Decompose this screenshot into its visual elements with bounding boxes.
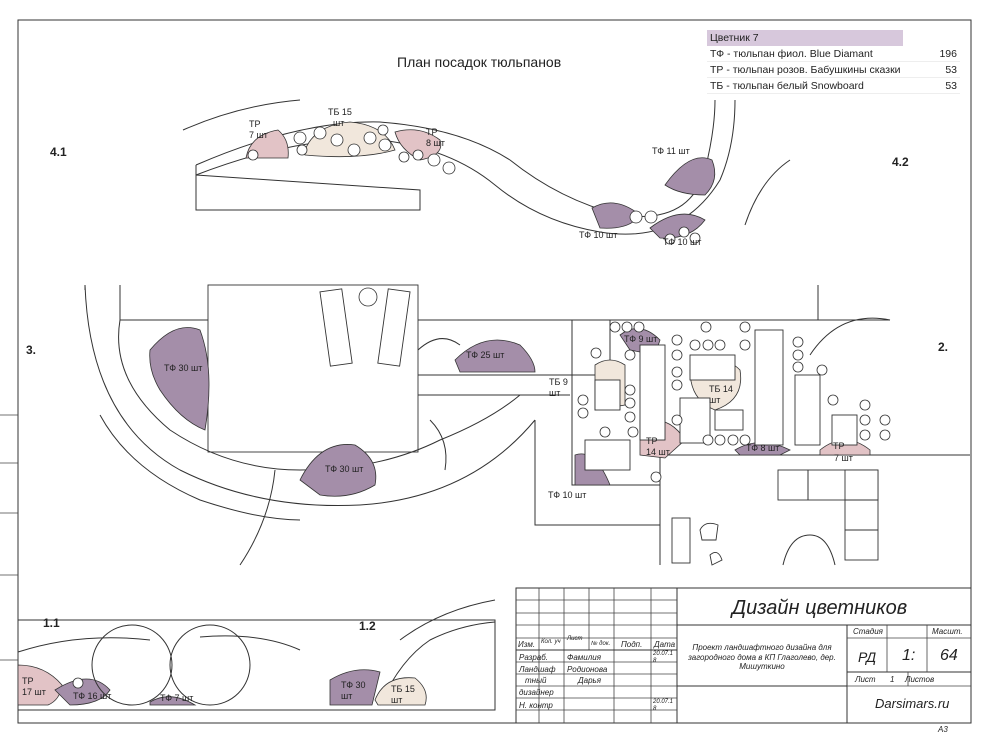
- stamp-role-2: Ландшаф: [519, 665, 556, 674]
- stamp-surname: Родионова: [567, 665, 608, 674]
- stamp-col-data: Дата: [654, 640, 676, 649]
- planting-label: шт: [391, 695, 403, 705]
- legend-row: ТБ - тюльпан белый Snowboard 53: [707, 78, 960, 94]
- planting-label: ТР: [22, 676, 34, 686]
- legend-row: ТР - тюльпан розов. Бабушкины сказки 53: [707, 62, 960, 78]
- planting-label: ТФ 11 шт: [652, 146, 690, 156]
- stamp-scale-a: 1:: [902, 647, 916, 664]
- stamp-project: Проект ландшафтного дизайна для загородн…: [688, 643, 836, 672]
- stamp-sheet-label: Лист: [855, 675, 876, 684]
- stamp-format: А3: [938, 725, 948, 734]
- zone-label-1-2: 1.2: [359, 619, 376, 633]
- planting-label: ТФ 10 шт: [663, 237, 702, 247]
- title-block: [515, 587, 972, 724]
- stamp-role-3: Н. контр: [519, 701, 553, 710]
- planting-label: ТБ 15: [328, 107, 352, 117]
- stamp-sheet-value: 1: [890, 675, 895, 684]
- planting-label: 7 шт: [834, 453, 853, 463]
- stamp-date-1: 8: [653, 658, 657, 664]
- stamp-date-2: 8: [653, 706, 657, 712]
- planting-label: 17 шт: [22, 687, 46, 697]
- planting-label: ТФ 8 шт: [746, 443, 780, 453]
- planting-label: ТФ 30 шт: [164, 363, 203, 373]
- planting-label: шт: [341, 691, 353, 701]
- stamp-col-podp: Подп.: [621, 640, 643, 649]
- planting-label: ТБ 15: [391, 684, 415, 694]
- legend-label: ТФ - тюльпан фиол. Blue Diamant: [710, 47, 873, 60]
- stamp-col-kol: Кол. уч: [541, 639, 561, 645]
- planting-label: 8 шт: [426, 138, 445, 148]
- planting-label: ТР: [426, 127, 438, 137]
- stamp-role-2: дизайнер: [519, 688, 554, 697]
- stamp-role-1: Разраб.: [519, 653, 548, 662]
- stamp-date-2: 20.07.1: [653, 699, 674, 705]
- legend-label: ТР - тюльпан розов. Бабушкины сказки: [710, 63, 901, 76]
- stamp-surname-label: Фамилия: [567, 653, 601, 662]
- legend-label: ТБ - тюльпан белый Snowboard: [710, 79, 864, 92]
- planting-label: ТФ 30: [341, 680, 366, 690]
- plan-title: План посадок тюльпанов: [397, 54, 562, 70]
- zone-label-3: 3.: [26, 343, 37, 357]
- legend-row: ТФ - тюльпан фиол. Blue Diamant 196: [707, 46, 960, 62]
- planting-label: ТФ 9 шт: [624, 334, 658, 344]
- sheet-frame: [17, 19, 972, 724]
- planting-label: ТБ 14: [709, 384, 733, 394]
- zone-2-garden: [571, 285, 970, 566]
- zone-label-1-1: 1.1: [43, 616, 60, 630]
- legend-count: 196: [939, 47, 957, 60]
- planting-label: ТФ 25 шт: [466, 350, 505, 360]
- legend-title: Цветник 7: [707, 30, 903, 46]
- planting-label: ТР: [833, 441, 845, 451]
- stamp-stage-value: РД: [858, 649, 877, 665]
- zone-3-garden: [84, 284, 660, 566]
- planting-label: ТФ 16 шт: [73, 691, 112, 701]
- planting-label: шт: [333, 118, 345, 128]
- planting-label: ТР: [646, 436, 658, 446]
- zone-4-garden: [182, 99, 791, 245]
- stamp-col-izm: Изм.: [518, 640, 536, 649]
- stamp-col-list: Лист: [567, 636, 583, 642]
- planting-label: шт: [709, 395, 721, 405]
- stamp-sheets-label: Листов: [905, 675, 935, 684]
- zone-1-garden: [17, 599, 496, 711]
- planting-label: ТБ 9: [549, 377, 568, 387]
- stamp-name: Дарья: [578, 676, 602, 685]
- legend-count: 53: [945, 63, 957, 76]
- planting-label: ТФ 30 шт: [325, 464, 364, 474]
- zone-label-2: 2.: [938, 340, 949, 354]
- planting-label: 7 шт: [249, 130, 268, 140]
- planting-label: ТФ 7 шт: [160, 693, 194, 703]
- stamp-scale-b: 64: [940, 647, 958, 664]
- stamp-title: Дизайн цветников: [732, 597, 908, 619]
- legend-count: 53: [945, 79, 957, 92]
- planting-label: ТФ 10 шт: [579, 230, 618, 240]
- stamp-date-1: 20.07.1: [653, 651, 674, 657]
- stamp-scale-label: Масшт.: [932, 627, 963, 636]
- zone-label-4-2: 4.2: [892, 155, 909, 169]
- zone-label-4-1: 4.1: [50, 145, 67, 159]
- stamp-stage-label: Стадия: [853, 627, 883, 636]
- legend-table: Цветник 7 ТФ - тюльпан фиол. Blue Diaman…: [707, 30, 960, 94]
- stamp-site: Darsimars.ru: [875, 696, 950, 711]
- planting-label: ТФ 10 шт: [548, 490, 587, 500]
- stamp-role-2: тный: [525, 676, 547, 685]
- stamp-col-ndok: № док.: [591, 641, 611, 647]
- planting-label: ТР: [249, 119, 261, 129]
- planting-label: шт: [549, 388, 561, 398]
- planting-label: 14 шт: [646, 447, 670, 457]
